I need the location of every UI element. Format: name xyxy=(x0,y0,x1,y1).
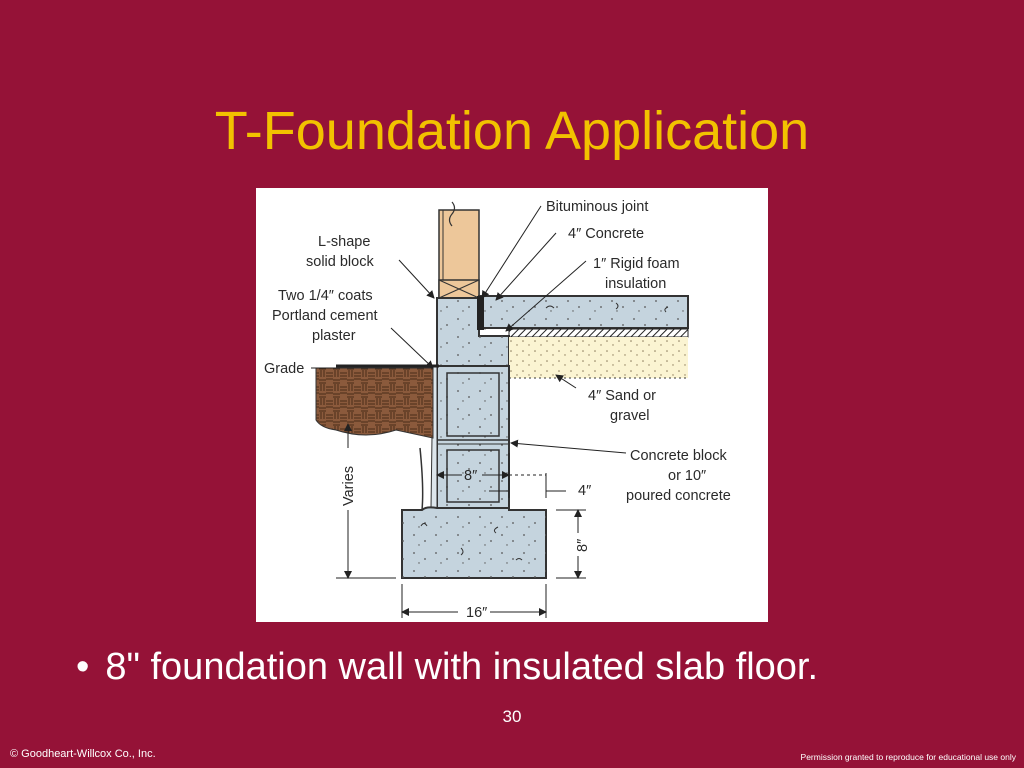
bullet-item: 8" foundation wall with insulated slab f… xyxy=(76,644,818,690)
label-varies: Varies xyxy=(341,466,357,506)
label-rigid-foam-2: insulation xyxy=(605,276,666,292)
label-sand-2: gravel xyxy=(610,408,650,424)
label-sand-1: 4″ Sand or xyxy=(588,388,656,404)
label-plaster-3: plaster xyxy=(312,328,356,344)
label-block-3: poured concrete xyxy=(626,488,731,504)
dimension-lines xyxy=(336,423,586,618)
label-rigid-foam-1: 1″ Rigid foam xyxy=(593,256,680,272)
leader-lines xyxy=(311,205,627,454)
label-block-2: or 10″ xyxy=(668,468,706,484)
label-dim-8in-footing: 8″ xyxy=(575,539,591,552)
soil-grade xyxy=(315,367,434,439)
page-number: 30 xyxy=(502,707,522,726)
wood-stud xyxy=(438,201,480,299)
label-lshape-2: solid block xyxy=(306,254,374,270)
rigid-foam-insulation xyxy=(508,328,689,338)
bullet-list: 8" foundation wall with insulated slab f… xyxy=(76,644,818,690)
bituminous-joint xyxy=(477,296,484,330)
label-plaster-1: Two 1/4″ coats xyxy=(278,288,373,304)
slide-title: T-Foundation Application xyxy=(214,101,810,161)
permission-notice: Permission granted to reproduce for educ… xyxy=(800,752,1016,762)
concrete-block-wall xyxy=(436,365,510,509)
sand-gravel-fill xyxy=(509,337,688,378)
label-4in-concrete: 4″ Concrete xyxy=(568,226,644,242)
label-dim-8in-wall: 8″ xyxy=(464,468,477,484)
label-lshape-1: L-shape xyxy=(318,234,370,250)
label-dim-4in: 4″ xyxy=(578,483,591,499)
label-plaster-2: Portland cement xyxy=(272,308,378,324)
label-block-1: Concrete block xyxy=(630,448,727,464)
label-grade: Grade xyxy=(264,361,304,377)
t-foundation-diagram: Bituminous joint 4″ Concrete 1″ Rigid fo… xyxy=(256,188,768,622)
label-bituminous-joint: Bituminous joint xyxy=(546,199,648,215)
copyright-notice: © Goodheart-Willcox Co., Inc. xyxy=(10,748,156,760)
label-dim-16in: 16″ xyxy=(466,605,487,621)
